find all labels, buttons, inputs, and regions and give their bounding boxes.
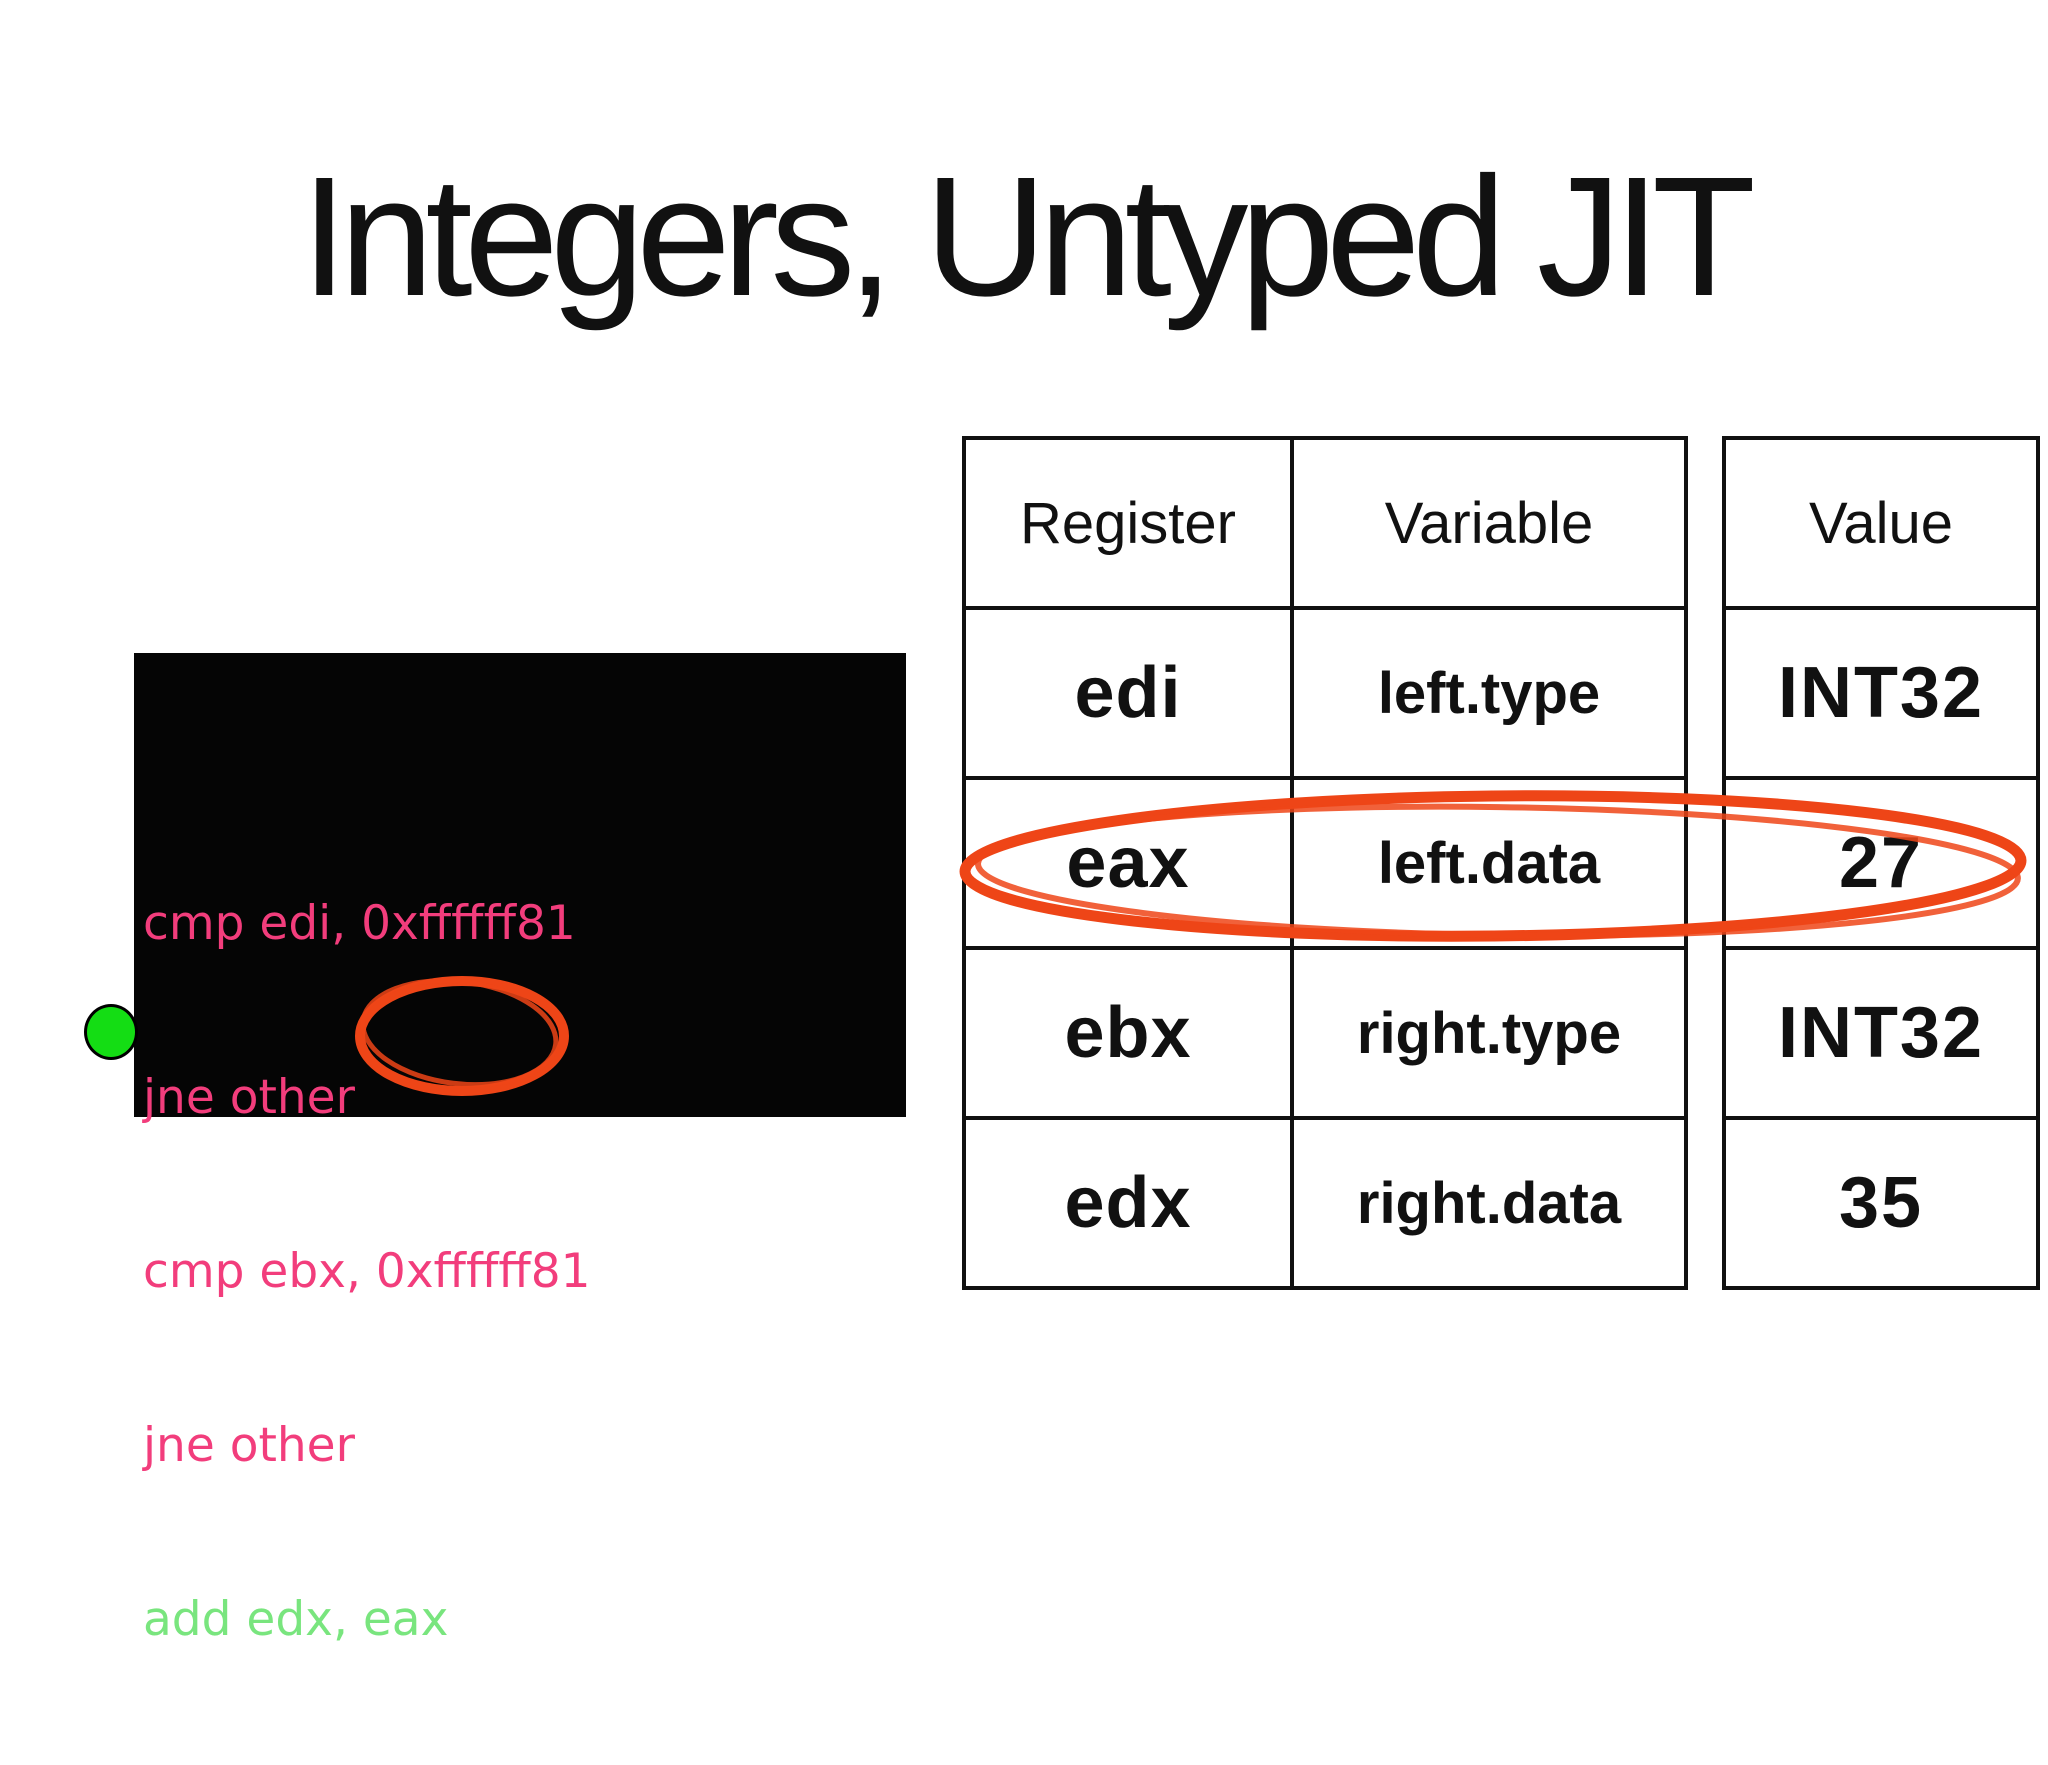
- page-title: Integers, Untyped JIT: [300, 142, 1756, 332]
- execution-marker-dot: [84, 1004, 138, 1060]
- table-row: 27: [1722, 776, 2040, 950]
- table-row: INT32: [1722, 606, 2040, 780]
- code-line-cmp-ebx: cmp ebx, 0xffffff81: [143, 1244, 591, 1299]
- register-cell-eax: eax: [962, 776, 1294, 950]
- assembly-code-lines: cmp edi, 0xffffff81 jne other cmp ebx, 0…: [143, 779, 591, 1765]
- value-cell-right-data: 35: [1722, 1116, 2040, 1290]
- variable-column-header: Variable: [1290, 436, 1688, 610]
- table-row: edx right.data: [962, 1116, 1688, 1290]
- value-cell-left-type: INT32: [1722, 606, 2040, 780]
- code-line-jne-1: jne other: [143, 1070, 355, 1125]
- assembly-code-block: cmp edi, 0xffffff81 jne other cmp ebx, 0…: [134, 653, 906, 1647]
- register-cell-ebx: ebx: [962, 946, 1294, 1120]
- code-line-jne-2: jne other: [143, 1418, 355, 1473]
- table-header-row: Value: [1722, 436, 2040, 610]
- variable-cell-right-type: right.type: [1290, 946, 1688, 1120]
- value-table: Value INT32 27 INT32 35: [1722, 436, 2040, 1290]
- register-cell-edi: edi: [962, 606, 1294, 780]
- registers-table: Register Variable edi left.type eax left…: [962, 436, 1688, 1290]
- code-line-cmp-edi: cmp edi, 0xffffff81: [143, 896, 576, 951]
- table-row: edi left.type: [962, 606, 1688, 780]
- table-row: 35: [1722, 1116, 2040, 1290]
- value-cell-left-data: 27: [1722, 776, 2040, 950]
- table-header-row: Register Variable: [962, 436, 1688, 610]
- code-line-add: add edx, eax: [143, 1592, 449, 1647]
- slide: { "title": "Integers, Untyped JIT", "col…: [84, 142, 2040, 1647]
- table-row: ebx right.type: [962, 946, 1688, 1120]
- variable-cell-right-data: right.data: [1290, 1116, 1688, 1290]
- table-row: INT32: [1722, 946, 2040, 1120]
- value-column-header: Value: [1722, 436, 2040, 610]
- table-row: eax left.data: [962, 776, 1688, 950]
- register-column-header: Register: [962, 436, 1294, 610]
- variable-cell-left-data: left.data: [1290, 776, 1688, 950]
- variable-cell-left-type: left.type: [1290, 606, 1688, 780]
- register-cell-edx: edx: [962, 1116, 1294, 1290]
- value-cell-right-type: INT32: [1722, 946, 2040, 1120]
